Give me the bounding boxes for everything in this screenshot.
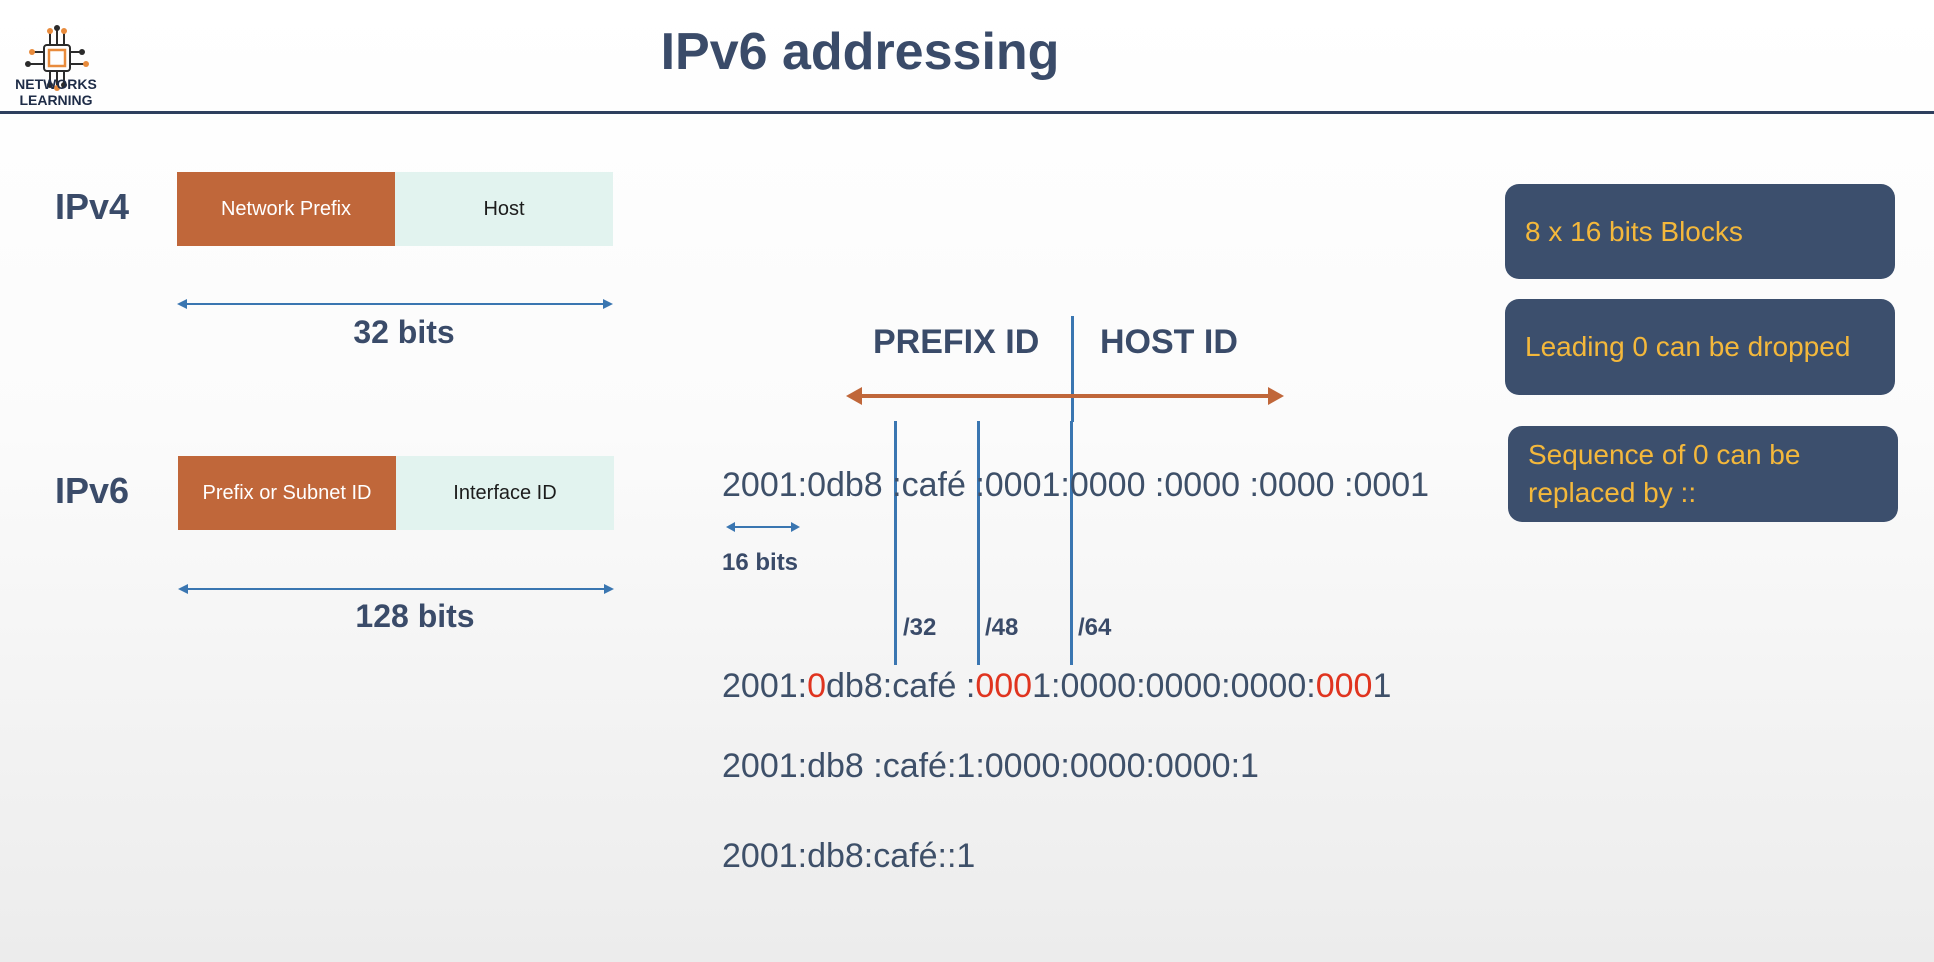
prefix-id-label: PREFIX ID xyxy=(873,323,1040,361)
note-leading-zero: Leading 0 can be dropped xyxy=(1505,299,1895,395)
ipv4-network-prefix-box: Network Prefix xyxy=(177,172,395,246)
leading-zero-highlight-3: 000 xyxy=(1315,667,1373,705)
leading-zero-highlight-1: 0 xyxy=(807,667,827,705)
prefix-host-divider xyxy=(1071,316,1074,422)
ipv6-prefix-box: Prefix or Subnet ID xyxy=(178,456,396,530)
logo-text: NETWORKS LEARNING xyxy=(0,76,112,108)
networks-learning-logo-icon xyxy=(25,25,89,91)
full-ipv6-address: 2001:0db8 :café :0001:0000 :0000 :0000 :… xyxy=(722,466,1430,504)
highlighted-ipv6-address: 2001:0db8:café :0001:0000:0000:0000:0001 xyxy=(722,667,1391,706)
addr-part-2: db8:café : xyxy=(826,667,976,705)
prefix-32-label: /32 xyxy=(903,614,937,641)
ipv6-interface-id-box: Interface ID xyxy=(396,456,614,530)
dropped-zeros-address: 2001:db8 :café:1:0000:0000:0000:1 xyxy=(722,747,1259,785)
ipv4-label: IPv4 xyxy=(55,186,130,227)
ipv6-label: IPv6 xyxy=(55,470,130,511)
prefix-48-label: /48 xyxy=(985,614,1019,641)
leading-zero-highlight-2: 000 xyxy=(975,667,1033,705)
prefix-32-line xyxy=(894,421,897,665)
block-width-arrow-icon xyxy=(726,522,800,532)
ipv4-width-arrow-icon xyxy=(177,299,613,309)
header-divider xyxy=(0,111,1934,114)
logo-text-line2: LEARNING xyxy=(19,92,93,108)
ipv6-width-arrow-icon xyxy=(178,584,614,594)
note-blocks: 8 x 16 bits Blocks xyxy=(1505,184,1895,279)
ipv6-bits-label: 128 bits xyxy=(355,598,475,634)
prefix-64-line xyxy=(1070,421,1073,665)
prefix-48-line xyxy=(977,421,980,665)
addr-part-3: 1:0000:0000:0000: xyxy=(1032,667,1316,705)
host-id-label: HOST ID xyxy=(1100,323,1238,361)
compressed-address: 2001:db8:café::1 xyxy=(722,837,976,875)
addr-part-1: 2001: xyxy=(722,667,808,705)
prefix-64-label: /64 xyxy=(1078,614,1112,641)
note-zero-sequence: Sequence of 0 can be replaced by :: xyxy=(1508,426,1898,522)
block-bits-label: 16 bits xyxy=(722,549,799,576)
logo-text-line1: NETWORKS xyxy=(15,76,97,92)
page-title: IPv6 addressing xyxy=(660,23,1060,81)
addr-part-4: 1 xyxy=(1372,667,1392,705)
ipv4-bits-label: 32 bits xyxy=(353,314,455,350)
prefix-host-arrow-icon xyxy=(846,387,1284,405)
ipv4-host-box: Host xyxy=(395,172,613,246)
